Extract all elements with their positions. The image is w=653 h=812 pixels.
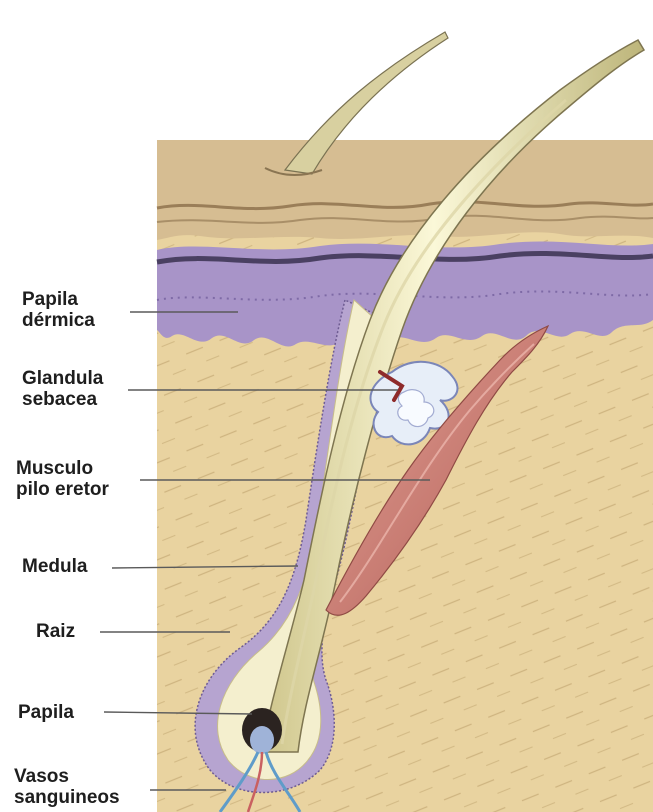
label-vasos-sanguineos: Vasos sanguineos: [14, 766, 120, 808]
label-musculo-line1: Musculo: [16, 458, 109, 479]
label-medula-text: Medula: [22, 556, 87, 577]
papilla-core: [250, 726, 274, 754]
label-raiz-text: Raiz: [36, 621, 75, 642]
label-vasos-line1: Vasos: [14, 766, 120, 787]
label-papila-dermica-line1: Papila: [22, 289, 95, 310]
label-papila-dermica: Papila dérmica: [22, 289, 95, 331]
epidermis: [157, 140, 653, 240]
label-raiz: Raiz: [36, 621, 75, 642]
label-vasos-line2: sanguineos: [14, 787, 120, 808]
label-papila-dermica-line2: dérmica: [22, 310, 95, 331]
label-medula: Medula: [22, 556, 87, 577]
label-musculo-pilo-eretor: Musculo pilo eretor: [16, 458, 109, 500]
label-glandula-line1: Glandula: [22, 368, 103, 389]
label-glandula-line2: sebacea: [22, 389, 103, 410]
label-glandula-sebacea: Glandula sebacea: [22, 368, 103, 410]
label-musculo-line2: pilo eretor: [16, 479, 109, 500]
label-papila-text: Papila: [18, 702, 74, 723]
label-papila: Papila: [18, 702, 74, 723]
